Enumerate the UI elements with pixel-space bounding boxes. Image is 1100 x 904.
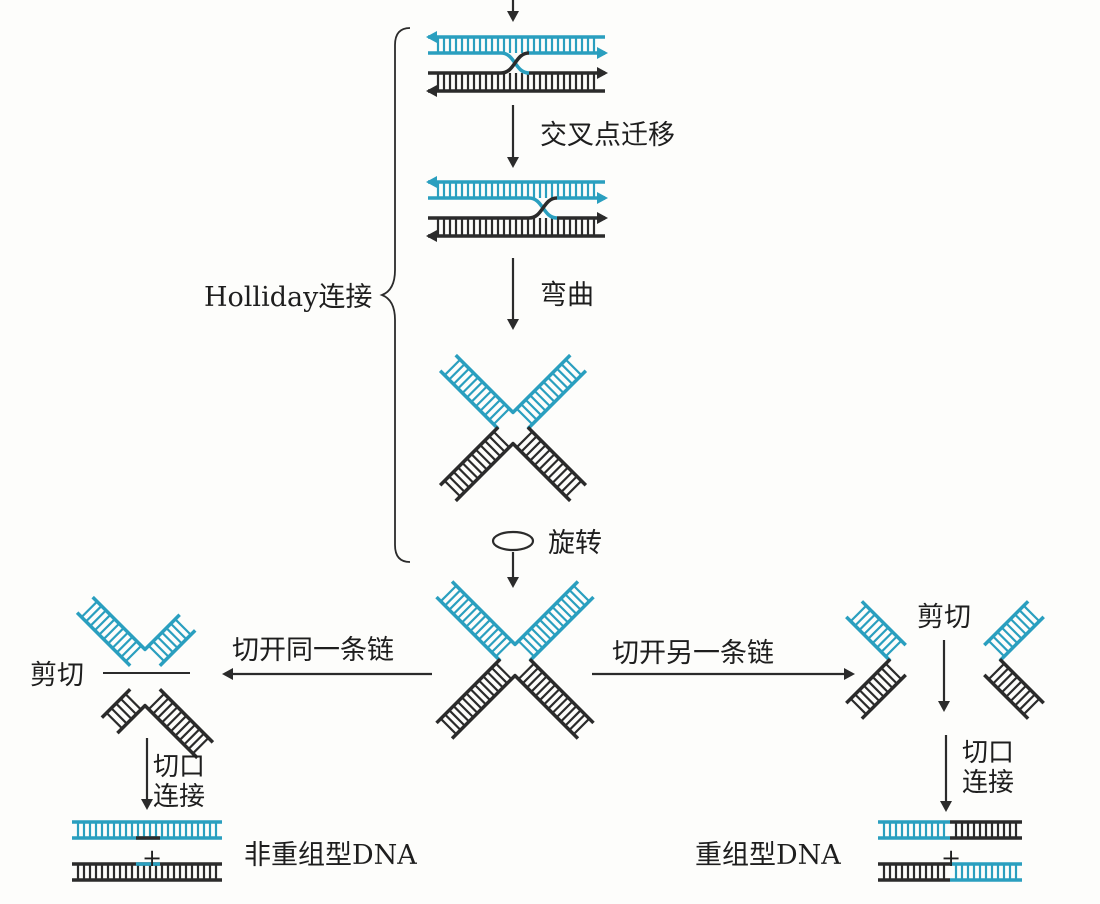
stage-bent-arm-lower-right-strand-1 — [511, 441, 572, 503]
stage-initial-dark-arrow-left — [426, 85, 437, 97]
rotation-symbol — [491, 530, 535, 552]
rotation-label: 旋转 — [548, 528, 602, 559]
stage-initial-teal-arrow-right — [597, 47, 608, 59]
arrow-top-head — [507, 11, 519, 22]
nonrecomb-top-base-pairs — [76, 822, 218, 838]
right-cut-teal-right-pairs — [987, 604, 1041, 658]
stage-migrated-teal-arrow-left — [426, 176, 437, 188]
nonrecombinant-dna-label: 非重组型DNA — [244, 840, 417, 871]
recomb-bottom-teal-pairs — [954, 864, 1018, 880]
recomb-bottom-dark-pairs — [882, 864, 946, 880]
stage-bent-arm-lower-right-strand-2 — [526, 426, 588, 487]
stage-bent-arm-lower-left-pairs — [443, 430, 511, 498]
stage-bent-arm-upper-left-pairs — [443, 358, 511, 426]
arrow-migration-head — [507, 157, 519, 168]
stage-rotated-arm-upper-right-strand-1 — [528, 595, 595, 662]
stage-rotated-arm-upper-left-strand-2 — [435, 595, 502, 662]
arrow-bending-head — [507, 319, 519, 330]
stage-initial-dark-pairs — [436, 73, 596, 91]
nick-left-line-2: 连接 — [153, 782, 206, 812]
stage-initial-teal-arrow-left — [426, 31, 437, 43]
nick-left-line-1: 切口 — [153, 752, 206, 782]
nick-ligate-right-label: 切口 连接 — [962, 738, 1022, 798]
branch-migration-label: 交叉点迁移 — [540, 120, 675, 151]
arrow-cut-same-head — [222, 668, 233, 680]
arrow-rotation-head — [507, 577, 519, 588]
stage-migrated-teal-arrow-right — [597, 192, 608, 204]
holliday-junction-label: Holliday连接 — [204, 282, 373, 313]
stage-rotated-arm-lower-right-pairs — [517, 662, 591, 736]
stage-initial-crossover-dark — [500, 51, 530, 75]
stage-rotated-arm-upper-left-pairs — [439, 584, 513, 658]
stage-migrated-teal-pairs — [436, 182, 596, 198]
arrow-left-down-head — [141, 799, 153, 810]
shear-right-label: 剪切 — [917, 602, 971, 633]
right-cut-dark-left-pairs — [849, 662, 903, 716]
cut-same-strand-label: 切开同一条链 — [232, 635, 394, 666]
stage-rotated-arm-lower-right-strand-1 — [513, 673, 580, 740]
holliday-brace — [379, 27, 411, 563]
left-cut-dark-right-strand-1 — [143, 703, 199, 760]
arrow-right-shear-head — [938, 701, 950, 712]
stage-migrated-dark-pairs — [436, 218, 596, 236]
stage-migrated-crossover-dark — [528, 196, 558, 220]
nonrecomb-bottom-base-pairs — [76, 864, 218, 880]
stage-rotated-arm-upper-right-strand-2 — [513, 580, 580, 647]
stage-migrated-dark-arrow-left — [426, 230, 437, 242]
left-cut-dark-right-pairs — [147, 692, 210, 755]
plus-left-label: + — [142, 844, 163, 872]
stage-rotated-arm-upper-left-strand-1 — [450, 580, 517, 647]
stage-rotated-arm-lower-left-strand-1 — [435, 658, 502, 725]
shear-left-label: 剪切 — [30, 660, 84, 691]
stage-rotated-arm-lower-left-pairs — [439, 662, 513, 736]
stage-migrated-dark-arrow-right — [597, 212, 608, 224]
recomb-top-teal-pairs — [882, 822, 946, 838]
stage-rotated-arm-lower-left-strand-2 — [450, 673, 517, 740]
stage-initial-dark-arrow-right — [597, 67, 608, 79]
recomb-top-dark-pairs — [954, 822, 1018, 838]
left-cut-dark-left-pairs — [105, 693, 142, 730]
cut-other-strand-label: 切开另一条链 — [612, 638, 774, 669]
stage-rotated-arm-lower-right-strand-2 — [528, 658, 595, 725]
nick-right-line-1: 切口 — [962, 738, 1015, 768]
stage-bent-arm-upper-right-strand-2 — [511, 353, 572, 415]
stage-initial-teal-pairs — [436, 37, 596, 53]
stage-bent-arm-upper-right-strand-1 — [526, 369, 588, 430]
left-cut-teal-left-pairs — [80, 600, 143, 663]
stage-rotated-arm-upper-right-pairs — [517, 584, 591, 658]
stage-bent-arm-upper-right-pairs — [515, 358, 583, 426]
arrow-right-down-head — [940, 801, 952, 812]
right-cut-dark-right-pairs — [987, 662, 1041, 716]
right-cut-teal-left-pairs — [849, 604, 903, 658]
arrow-cut-other-head — [844, 668, 855, 680]
nick-right-line-2: 连接 — [962, 768, 1015, 798]
bending-label: 弯曲 — [540, 280, 594, 311]
plus-right-label: + — [941, 844, 962, 872]
stage-bent-arm-lower-right-pairs — [515, 430, 583, 498]
recombinant-dna-label: 重组型DNA — [695, 840, 841, 871]
left-cut-teal-right-pairs — [147, 618, 192, 663]
nick-ligate-left-label: 切口 连接 — [153, 752, 213, 812]
